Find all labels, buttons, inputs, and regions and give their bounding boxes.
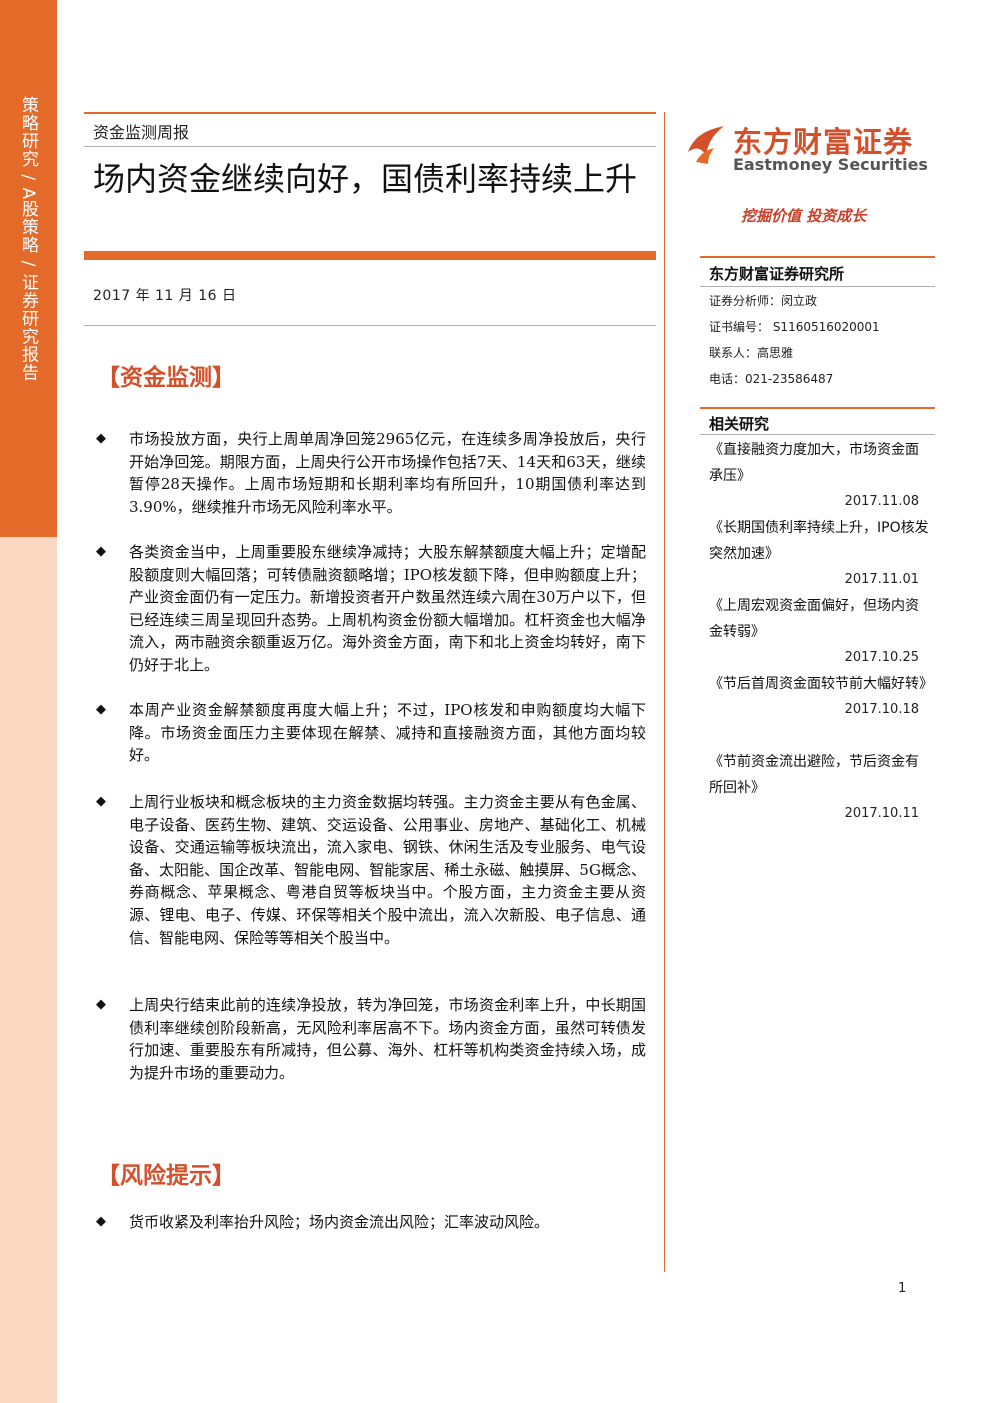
bullet-text: 各类资金当中，上周重要股东继续净减持；大股东解禁额度大幅上升；定增配股额度则大幅… bbox=[129, 543, 646, 674]
analyst-line: 证券分析师：闵立政 bbox=[709, 294, 818, 308]
bullet-item: ◆ 本周产业资金解禁额度再度大幅上升；不过，IPO核发和申购额度均大幅下降。市场… bbox=[96, 699, 646, 767]
report-title: 场内资金继续向好，国债利率持续上升 bbox=[93, 160, 638, 198]
related-divider bbox=[700, 434, 935, 435]
related-item-date: 2017.10.11 bbox=[844, 806, 919, 821]
cert-line: 证书编号： S1160516020001 bbox=[709, 320, 880, 334]
section-heading-risk: 【风险提示】 bbox=[97, 1162, 235, 1189]
title-rule bbox=[84, 251, 656, 260]
header-divider bbox=[84, 146, 656, 147]
related-title: 相关研究 bbox=[709, 415, 770, 433]
bullet-text: 上周行业板块和概念板块的主力资金数据均转强。主力资金主要从有色金属、电子设备、医… bbox=[129, 793, 646, 947]
institute-name: 东方财富证券研究所 bbox=[709, 265, 845, 283]
related-item-date: 2017.11.08 bbox=[844, 494, 919, 509]
related-item[interactable]: 《直接融资力度加大，市场资金面承压》 2017.11.08 bbox=[709, 437, 931, 515]
section-heading-monitor: 【资金监测】 bbox=[97, 364, 235, 391]
report-type: 资金监测周报 bbox=[93, 123, 190, 142]
bullet-text: 上周央行结束此前的连续净投放，转为净回笼，市场资金利率上升，中长期国债利率继续创… bbox=[129, 996, 646, 1082]
phone-line: 电话：021-23586487 bbox=[709, 372, 834, 386]
related-item-title[interactable]: 《节前资金流出避险，节后资金有所回补》 bbox=[709, 754, 919, 796]
related-item-title[interactable]: 《长期国债利率持续上升，IPO核发突然加速》 bbox=[709, 520, 929, 562]
diamond-bullet-icon: ◆ bbox=[96, 794, 106, 809]
institute-rule bbox=[700, 256, 935, 258]
bullet-item: ◆ 各类资金当中，上周重要股东继续净减持；大股东解禁额度大幅上升；定增配股额度则… bbox=[96, 541, 646, 677]
header-rule bbox=[84, 112, 656, 114]
brand-name-cn: 东方财富证券 bbox=[733, 125, 914, 159]
diamond-bullet-icon: ◆ bbox=[96, 431, 106, 446]
related-item-title[interactable]: 《直接融资力度加大，市场资金面承压》 bbox=[709, 442, 919, 484]
related-item[interactable]: 《节前资金流出避险，节后资金有所回补》 2017.10.11 bbox=[709, 749, 931, 827]
diamond-bullet-icon: ◆ bbox=[96, 997, 106, 1012]
column-divider bbox=[664, 112, 665, 1272]
related-item-title[interactable]: 《节后首周资金面较节前大幅好转》 bbox=[709, 676, 933, 692]
eastmoney-logo-icon bbox=[688, 126, 724, 164]
side-category-label: 策略研究 / A股策略 / 证券研究报告 bbox=[18, 96, 38, 382]
related-item-date: 2017.11.01 bbox=[844, 572, 919, 587]
bullet-item: ◆ 上周行业板块和概念板块的主力资金数据均转强。主力资金主要从有色金属、电子设备… bbox=[96, 791, 646, 949]
side-band-accent bbox=[0, 0, 57, 537]
bullet-text: 市场投放方面，央行上周单周净回笼2965亿元，在连续多周净投放后，央行开始净回笼… bbox=[129, 430, 646, 516]
related-item-date: 2017.10.25 bbox=[844, 650, 919, 665]
contact-line: 联系人：高思雅 bbox=[709, 346, 794, 360]
institute-divider bbox=[700, 286, 935, 287]
related-item[interactable]: 《节后首周资金面较节前大幅好转》 2017.10.18 bbox=[709, 671, 933, 723]
related-item-date: 2017.10.18 bbox=[844, 702, 919, 717]
bullet-item: ◆ 上周央行结束此前的连续净投放，转为净回笼，市场资金利率上升，中长期国债利率继… bbox=[96, 994, 646, 1084]
date-divider bbox=[84, 325, 656, 326]
brand-name-en: Eastmoney Securities bbox=[733, 155, 928, 174]
diamond-bullet-icon: ◆ bbox=[96, 702, 106, 717]
risk-bullet-item: ◆ 货币收紧及利率抬升风险；场内资金流出风险；汇率波动风险。 bbox=[96, 1211, 646, 1234]
related-item[interactable]: 《长期国债利率持续上升，IPO核发突然加速》 2017.11.01 bbox=[709, 515, 931, 593]
related-rule bbox=[700, 407, 935, 409]
diamond-bullet-icon: ◆ bbox=[96, 1214, 106, 1229]
report-date: 2017 年 11 月 16 日 bbox=[93, 288, 237, 304]
bullet-item: ◆ 市场投放方面，央行上周单周净回笼2965亿元，在连续多周净投放后，央行开始净… bbox=[96, 428, 646, 518]
diamond-bullet-icon: ◆ bbox=[96, 544, 106, 559]
related-item[interactable]: 《上周宏观资金面偏好，但场内资金转弱》 2017.10.25 bbox=[709, 593, 931, 671]
page-number: 1 bbox=[898, 1281, 907, 1296]
risk-bullet-text: 货币收紧及利率抬升风险；场内资金流出风险；汇率波动风险。 bbox=[129, 1213, 550, 1231]
brand-slogan: 挖掘价值 投资成长 bbox=[741, 207, 867, 225]
related-item-title[interactable]: 《上周宏观资金面偏好，但场内资金转弱》 bbox=[709, 598, 919, 640]
bullet-text: 本周产业资金解禁额度再度大幅上升；不过，IPO核发和申购额度均大幅下降。市场资金… bbox=[129, 701, 646, 765]
